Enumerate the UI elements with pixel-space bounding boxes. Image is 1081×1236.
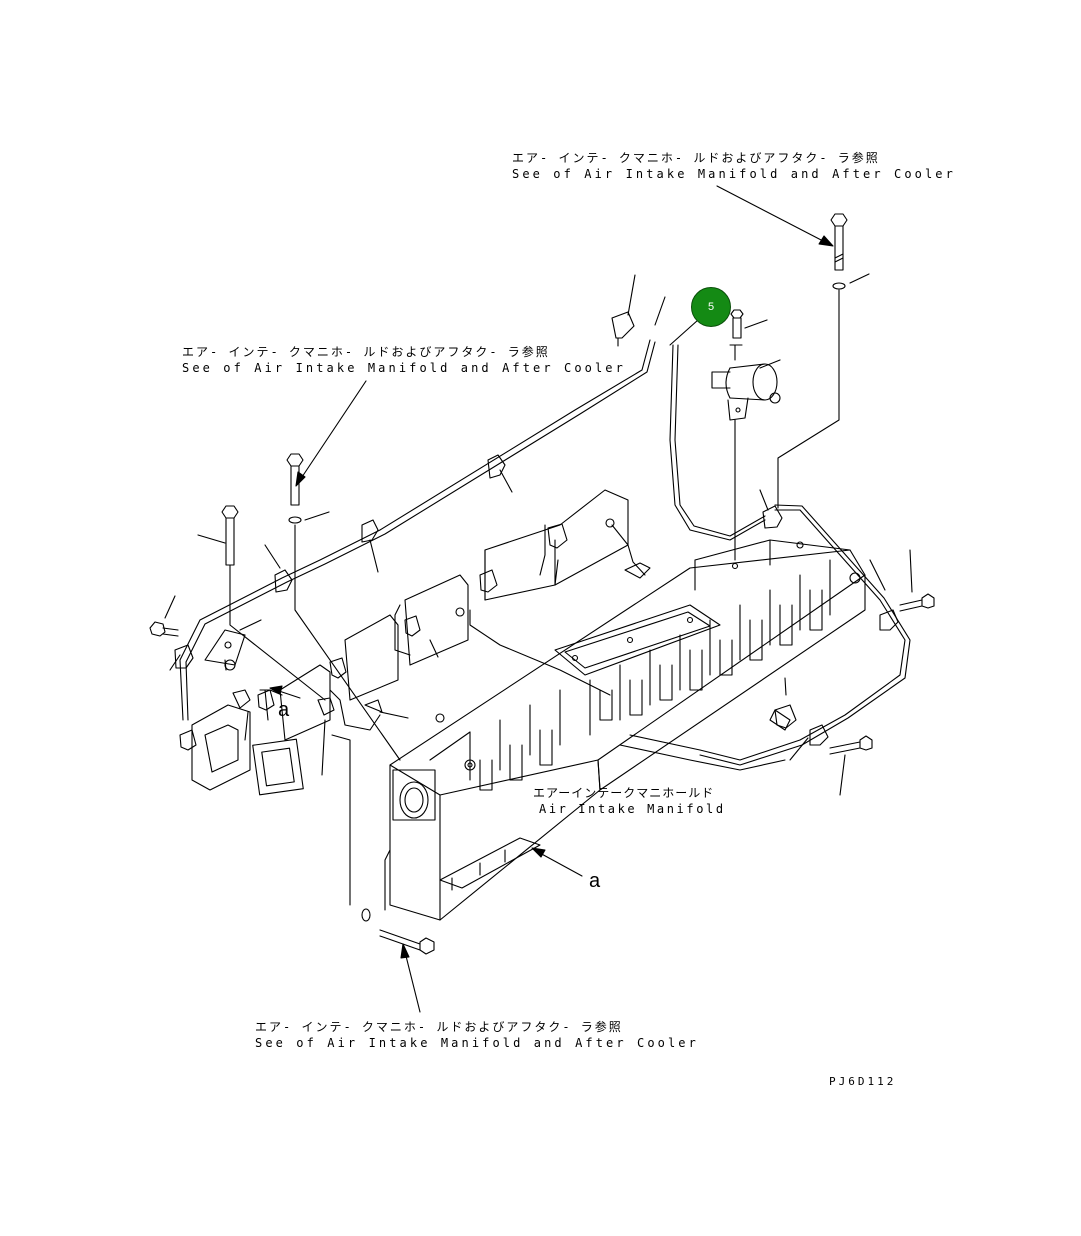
air-intake-manifold-part bbox=[390, 540, 865, 920]
drawing-code: PJ6D112 bbox=[829, 1075, 897, 1088]
leader-lines bbox=[165, 274, 912, 905]
reference-note-jp: エア- インテ- クマニホ- ルドおよびアフタク- ラ参照 bbox=[512, 151, 880, 165]
manifold-label: エアーインテークマニホールド Air Intake Manifold bbox=[533, 785, 726, 817]
view-letter-a: a bbox=[589, 870, 601, 892]
reference-note-jp: エア- インテ- クマニホ- ルドおよびアフタク- ラ参照 bbox=[182, 345, 550, 359]
reference-note-en: See of Air Intake Manifold and After Coo… bbox=[512, 167, 956, 181]
reference-note-bottom: エア- インテ- クマニホ- ルドおよびアフタク- ラ参照 See of Air… bbox=[255, 1019, 699, 1051]
reference-note-top-right: エア- インテ- クマニホ- ルドおよびアフタク- ラ参照 See of Air… bbox=[512, 150, 956, 182]
manifold-label-jp: エアーインテークマニホールド bbox=[533, 786, 715, 800]
reference-note-en: See of Air Intake Manifold and After Coo… bbox=[255, 1036, 699, 1050]
heater-relay-part bbox=[712, 345, 780, 420]
reference-note-left: エア- インテ- クマニホ- ルドおよびアフタク- ラ参照 See of Air… bbox=[182, 344, 626, 376]
reference-note-jp: エア- インテ- クマニホ- ルドおよびアフタク- ラ参照 bbox=[255, 1020, 623, 1034]
reference-note-en: See of Air Intake Manifold and After Coo… bbox=[182, 361, 626, 375]
wiring-harness bbox=[180, 340, 910, 910]
connector-boots bbox=[180, 312, 796, 750]
callout-5-button[interactable]: 5 bbox=[691, 287, 731, 327]
callout-number: 5 bbox=[707, 301, 715, 313]
reference-arrows bbox=[270, 186, 833, 1012]
bolts bbox=[150, 214, 934, 954]
view-letter-a: a bbox=[278, 699, 290, 721]
harness-clamps bbox=[175, 455, 898, 745]
manifold-label-en: Air Intake Manifold bbox=[539, 802, 726, 816]
heater-block-parts bbox=[192, 490, 628, 795]
